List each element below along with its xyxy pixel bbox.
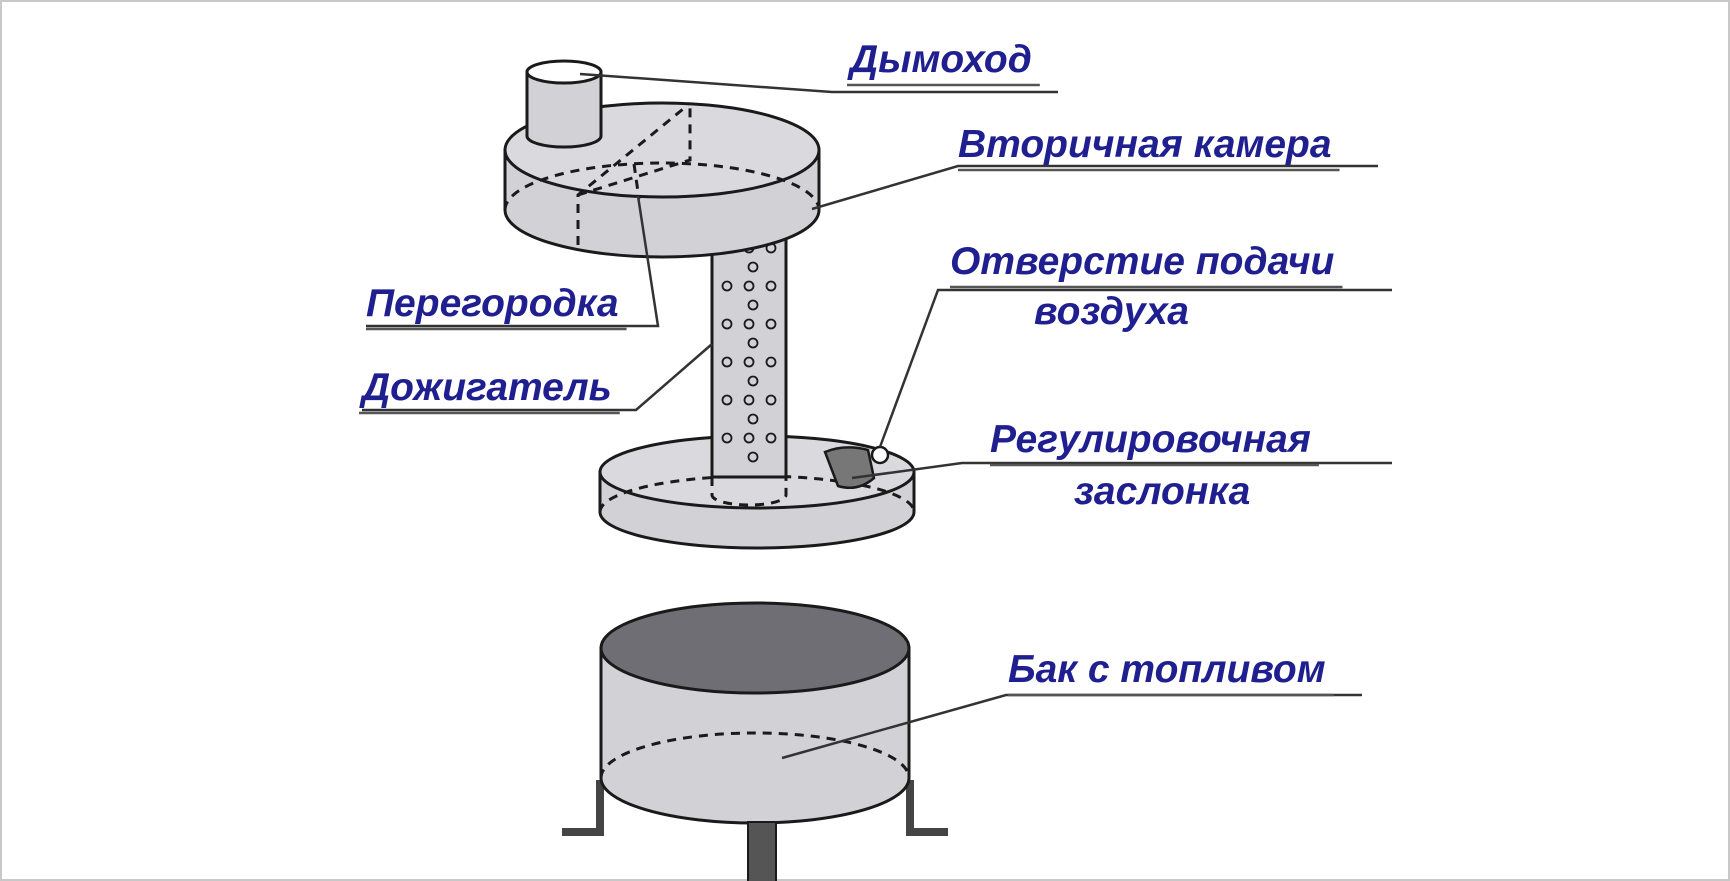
perforation-hole: [747, 375, 759, 387]
label-partition: Перегородка: [366, 282, 619, 325]
perforation-hole: [721, 432, 733, 444]
leader-afterburner: [362, 343, 713, 412]
partition-hidden: [576, 103, 692, 245]
perforation-hole: [721, 318, 733, 330]
perforation-hole: [747, 451, 759, 463]
afterburner-tube: [710, 210, 788, 507]
leader-lines: [362, 72, 1392, 760]
perforation-hole: [743, 318, 755, 330]
label-damper-line2: заслонка: [1074, 470, 1250, 513]
chimney-opening: [525, 59, 603, 85]
perforation-hole: [765, 356, 777, 368]
label-air-hole-line2: воздуха: [1034, 290, 1189, 333]
perforation-hole: [765, 280, 777, 292]
label-chimney: Дымоход: [847, 38, 1032, 81]
perforation-hole: [721, 394, 733, 406]
perforation-hole: [743, 280, 755, 292]
perforation-hole: [747, 337, 759, 349]
tank-top: [599, 601, 911, 695]
labels: Дымоход Вторичная камера Перегородка Отв…: [359, 38, 1335, 691]
label-air-hole-line1: Отверстие подачи: [950, 240, 1335, 283]
label-afterburner: Дожигатель: [359, 366, 612, 409]
perforation-hole: [721, 280, 733, 292]
tank-bottom-hidden: [599, 731, 911, 779]
perforation-hole: [747, 299, 759, 311]
air-hole: [870, 445, 890, 465]
chimney: [525, 59, 603, 149]
perforation-hole: [743, 356, 755, 368]
leader-air-hole: [878, 288, 1392, 448]
tank-leg-right: [906, 780, 948, 836]
tube-inner-hidden: [710, 477, 788, 507]
perforation-hole: [743, 432, 755, 444]
perforation-hole: [747, 413, 759, 425]
chimney-body: [525, 70, 603, 149]
perforation-hole: [765, 432, 777, 444]
perforation-hole: [747, 261, 759, 273]
leader-secondary-chamber: [811, 164, 1378, 211]
leader-partition: [366, 195, 660, 328]
perforation-hole: [721, 356, 733, 368]
label-fuel-tank: Бак с топливом: [1008, 648, 1326, 691]
label-damper-line1: Регулировочная: [990, 418, 1311, 461]
label-secondary-chamber: Вторичная камера: [958, 123, 1332, 166]
perforation-hole: [765, 394, 777, 406]
fuel-tank: [562, 601, 948, 881]
tank-leg-left: [562, 780, 604, 836]
perforation-hole: [765, 318, 777, 330]
leader-damper: [851, 461, 1392, 480]
tank-bottom-pipe: [747, 821, 777, 881]
leader-chimney: [579, 72, 1058, 94]
perforation-hole: [743, 394, 755, 406]
